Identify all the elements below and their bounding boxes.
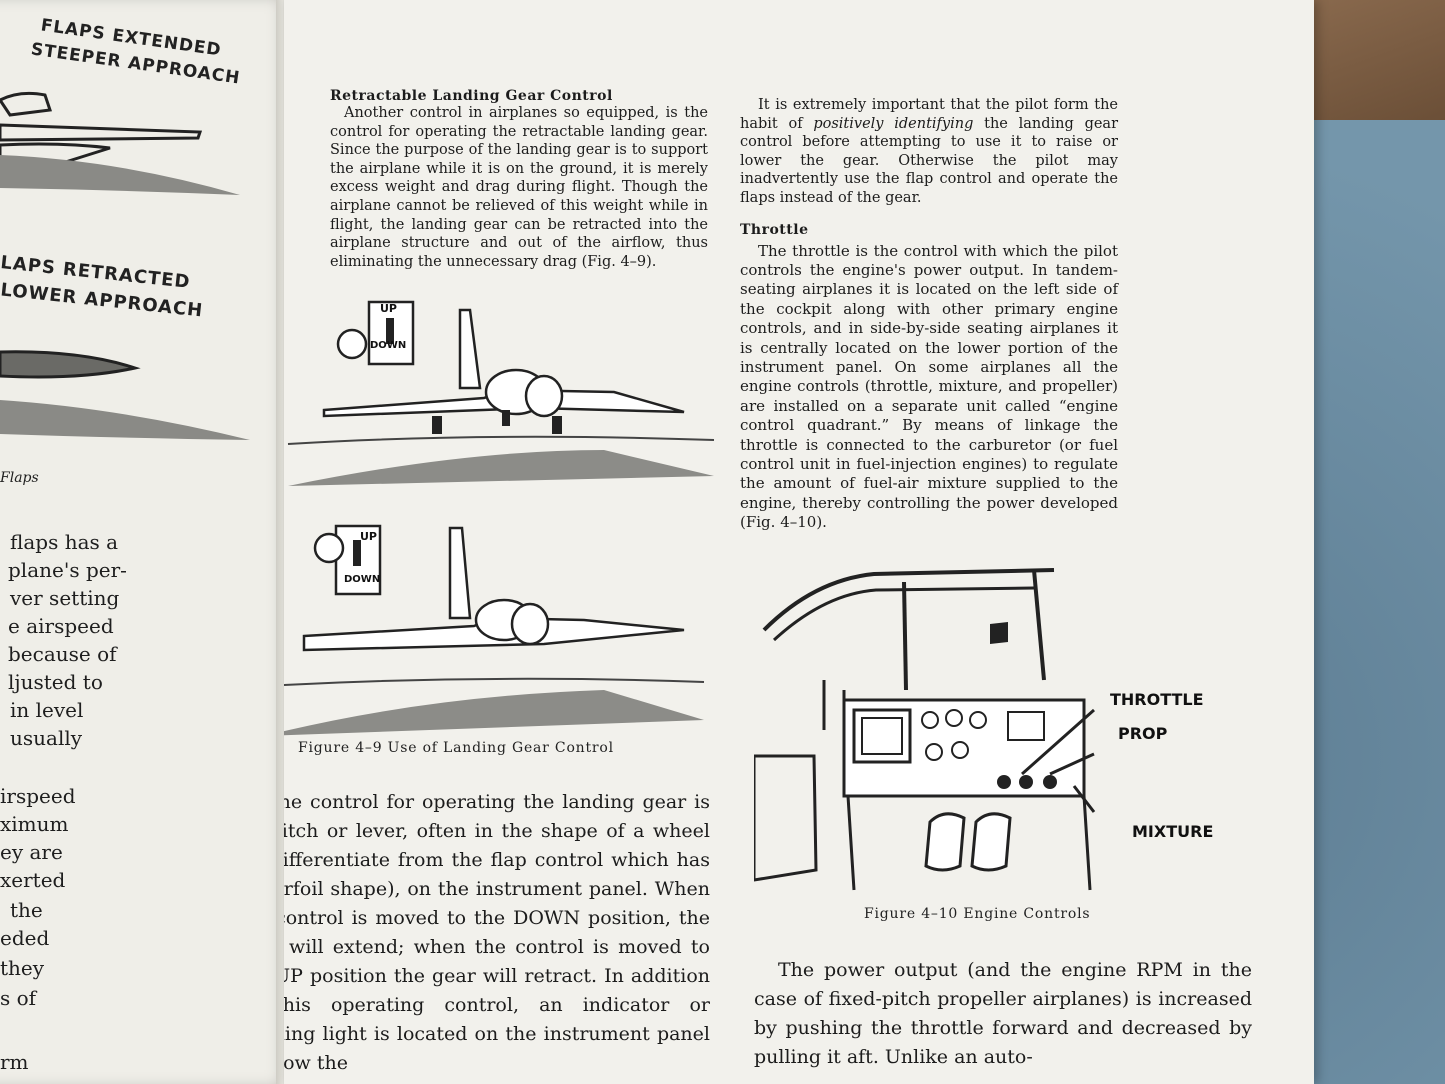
left-line: because of bbox=[8, 642, 117, 666]
power-output-paragraph: The power output (and the engine RPM in … bbox=[754, 959, 1252, 1068]
gear-switch-panel-top bbox=[336, 300, 415, 366]
left-figure-fragment: Flaps bbox=[0, 470, 39, 486]
gear-identify-paragraph: It is extremely important that the pilot… bbox=[740, 96, 1118, 208]
flaps-retracted-diagram bbox=[0, 350, 250, 440]
section-heading-landing-gear: Retractable Landing Gear Control bbox=[330, 88, 613, 104]
airplane-gear-down bbox=[322, 308, 685, 434]
background-wood bbox=[1290, 0, 1445, 120]
landing-gear-paragraph: Another control in airplanes so equipped… bbox=[330, 105, 708, 270]
left-line: rm bbox=[0, 1050, 29, 1074]
throttle-paragraph: The throttle is the control with which t… bbox=[740, 241, 1118, 532]
switch-up-label-bottom: UP bbox=[360, 530, 377, 543]
left-line: s of bbox=[0, 986, 37, 1010]
figure-4-10-caption: Figure 4–10 Engine Controls bbox=[864, 906, 1091, 922]
switch-up-label-top: UP bbox=[380, 302, 397, 315]
label-mixture: MIXTURE bbox=[1132, 822, 1214, 841]
switch-down-label-bottom: DOWN bbox=[344, 574, 381, 585]
engine-controls-figure bbox=[754, 568, 1096, 891]
left-line: the bbox=[10, 898, 43, 922]
left-line: flaps has a bbox=[10, 530, 119, 554]
left-line: xerted bbox=[0, 868, 66, 892]
landing-gear-figure bbox=[284, 300, 715, 736]
right-page: Retractable Landing Gear Control Another… bbox=[284, 0, 1314, 1084]
label-prop: PROP bbox=[1118, 724, 1168, 743]
airplane-gear-up bbox=[302, 526, 685, 652]
left-line: ey are bbox=[0, 840, 63, 864]
column-2-top: It is extremely important that the pilot… bbox=[740, 96, 1118, 533]
left-line: ximum bbox=[0, 812, 69, 836]
intro-text-1: It is extremely important that the pilot… bbox=[740, 97, 1118, 132]
section-heading-throttle: Throttle bbox=[740, 221, 809, 238]
column-2-bottom: The power output (and the engine RPM in … bbox=[754, 956, 1252, 1072]
left-line: they bbox=[0, 956, 45, 980]
left-line: ljusted to bbox=[8, 670, 103, 694]
flaps-extended-diagram bbox=[0, 91, 240, 195]
column-1-top: Retractable Landing Gear Control Another… bbox=[330, 88, 708, 271]
left-line: eded bbox=[0, 926, 50, 950]
figure-4-9-caption: Figure 4–9 Use of Landing Gear Control bbox=[298, 740, 614, 756]
intro-emphasis: positively identifying bbox=[813, 115, 974, 132]
column-1-bottom: The control for operating the landing ge… bbox=[284, 788, 710, 1078]
left-line: ver setting bbox=[10, 586, 120, 610]
left-line: in level bbox=[10, 698, 84, 722]
left-line: usually bbox=[10, 726, 83, 750]
left-page: FLAPS EXTENDED STEEPER APPROACH LAPS RET… bbox=[0, 0, 292, 1084]
intro-text-2: the landing gear control before attempti… bbox=[740, 115, 1119, 206]
landing-gear-paragraph-2: The control for operating the landing ge… bbox=[284, 791, 710, 1074]
left-line: plane's per- bbox=[8, 558, 127, 582]
label-throttle: THROTTLE bbox=[1110, 690, 1204, 709]
left-line: e airspeed bbox=[8, 614, 114, 638]
switch-down-label-top: DOWN bbox=[370, 340, 407, 351]
left-line: irspeed bbox=[0, 784, 76, 808]
gear-switch-panel-bottom bbox=[313, 524, 382, 596]
